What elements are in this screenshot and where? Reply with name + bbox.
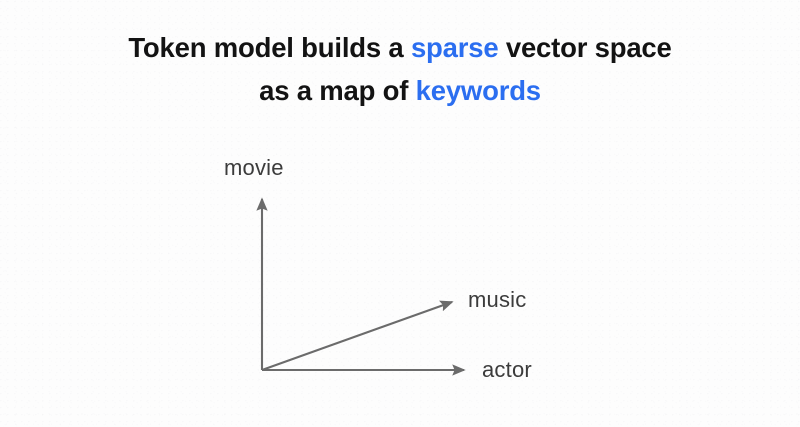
- title-line-1-text-part2: vector space: [498, 32, 672, 63]
- title-line-2: as a map of keywords: [0, 69, 800, 112]
- axis-label-actor: actor: [482, 357, 532, 382]
- title-line-2-accent-keywords: keywords: [415, 75, 541, 106]
- axis-line-music: [261, 300, 454, 371]
- axis-label-movie: movie: [224, 155, 284, 180]
- page-title: Token model builds a sparse vector space…: [0, 26, 800, 112]
- title-line-1: Token model builds a sparse vector space: [0, 26, 800, 69]
- title-line-1-text-part1: Token model builds a: [128, 32, 411, 63]
- title-line-2-text-part1: as a map of: [259, 75, 416, 106]
- title-line-1-accent-sparse: sparse: [410, 32, 499, 63]
- axis-label-music: music: [468, 287, 527, 312]
